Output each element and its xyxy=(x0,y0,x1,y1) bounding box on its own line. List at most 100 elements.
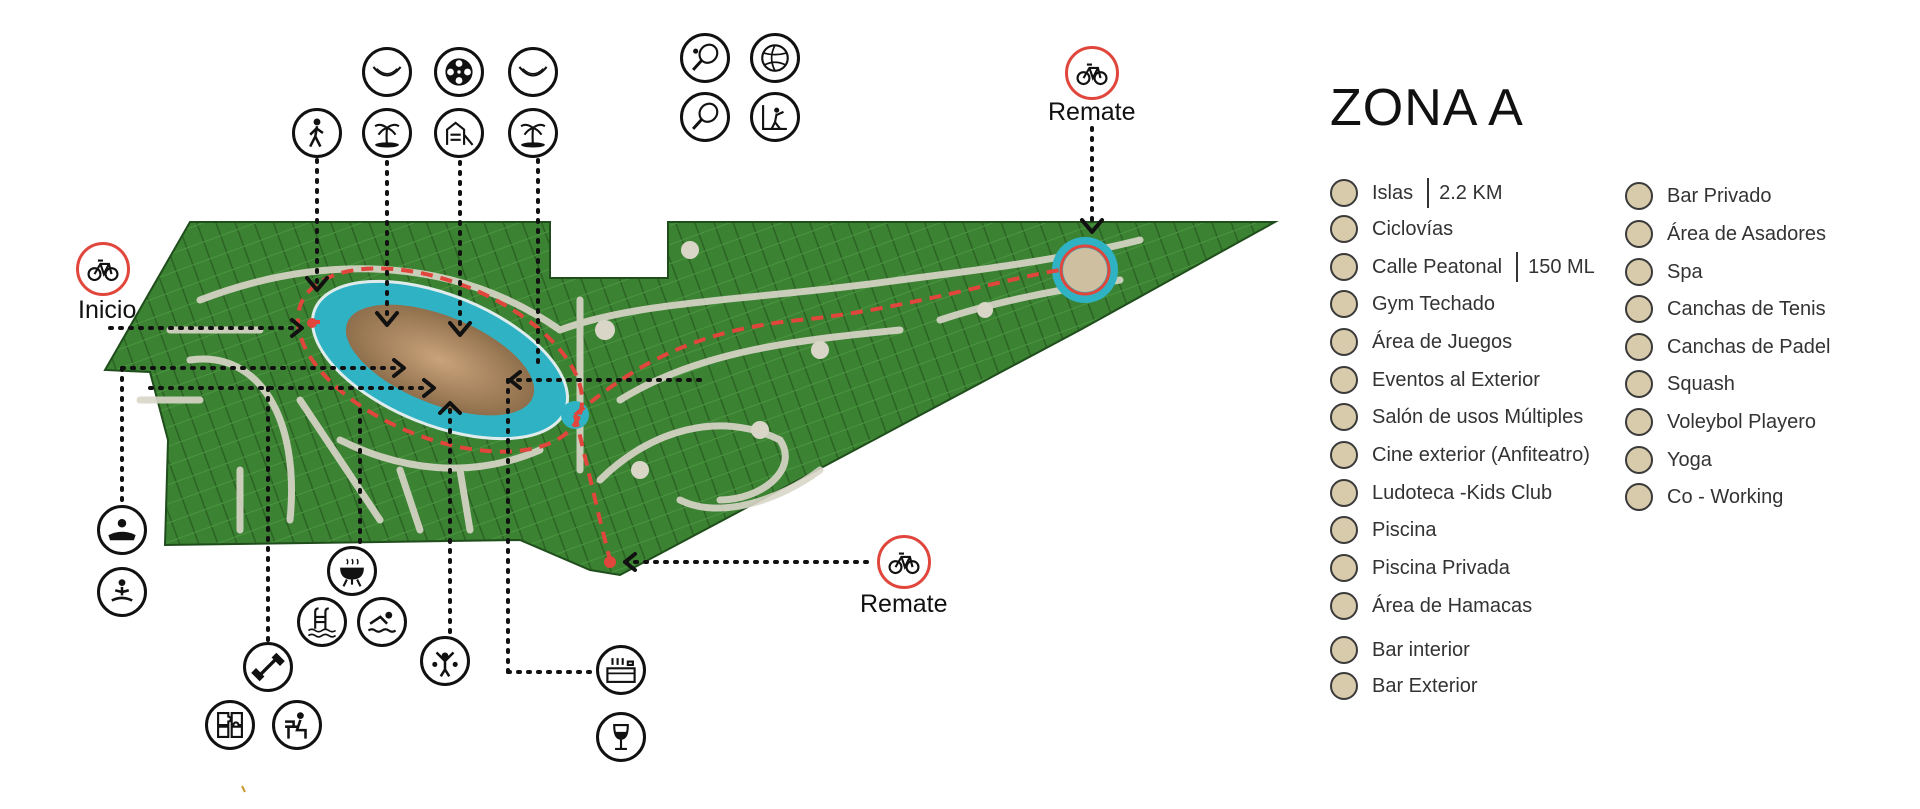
legend-item: Eventos al Exterior xyxy=(1330,364,1540,396)
legend-item: Bar interior xyxy=(1330,634,1470,666)
legend-item-label: Área de Asadores xyxy=(1667,222,1826,245)
squash-icon xyxy=(750,92,800,142)
legend-palm-icon xyxy=(1330,179,1358,207)
coworking-icon xyxy=(272,700,322,750)
end-plaza xyxy=(1063,248,1107,292)
legend-item-label: Canchas de Tenis xyxy=(1667,297,1826,320)
legend-item: Cine exterior (Anfiteatro) xyxy=(1330,439,1590,471)
legend-item: Piscina Privada xyxy=(1330,552,1510,584)
padel-icon xyxy=(680,92,730,142)
legend-item-label: Canchas de Padel xyxy=(1667,335,1831,358)
legend-spa-icon xyxy=(1625,258,1653,286)
legend-item-label: Eventos al Exterior xyxy=(1372,368,1540,391)
legend-item: Área de Asadores xyxy=(1625,218,1826,250)
legend-item-label: Gym Techado xyxy=(1372,292,1496,315)
legend-dumbbell-icon xyxy=(1330,290,1358,318)
legend-coworking-icon xyxy=(1625,483,1653,511)
bar-counter-icon xyxy=(596,645,646,695)
legend-item: Voleybol Playero xyxy=(1625,406,1816,438)
spa-icon xyxy=(97,505,147,555)
legend-item: Islas 2.2 KM xyxy=(1330,177,1502,209)
legend-item-label: Ciclovías xyxy=(1372,217,1454,240)
hammock-icon-2 xyxy=(508,47,558,97)
legend-item-label: Bar Exterior xyxy=(1372,674,1478,697)
legend-item: Gym Techado xyxy=(1330,288,1495,320)
legend-item-label: Salón de usos Múltiples xyxy=(1372,405,1584,428)
end-top-bicycle-icon xyxy=(1065,46,1119,100)
legend-item-distance: 150 ML xyxy=(1528,255,1595,278)
arrow-heads xyxy=(290,218,1104,572)
legend-party-icon xyxy=(1330,366,1358,394)
legend-yoga-icon xyxy=(1625,446,1653,474)
legend-item-label: Bar Privado xyxy=(1667,184,1772,207)
legend-item-label: Calle Peatonal xyxy=(1372,255,1503,278)
legend-bottles-icon xyxy=(1330,672,1358,700)
legend-item: Área de Juegos xyxy=(1330,326,1512,358)
legend-padel-icon xyxy=(1625,333,1653,361)
legend-separator xyxy=(1427,178,1430,208)
leader-lines xyxy=(108,126,1094,674)
yoga-icon xyxy=(97,567,147,617)
legend-puzzle-icon xyxy=(1330,479,1358,507)
legend-item: Canchas de Tenis xyxy=(1625,293,1826,325)
legend-grill-icon xyxy=(1625,220,1653,248)
pool-icon xyxy=(297,597,347,647)
legend-squash-icon xyxy=(1625,370,1653,398)
legend-item-label: Yoga xyxy=(1667,448,1712,471)
start-label: Inicio xyxy=(78,296,137,324)
start-bicycle-icon xyxy=(76,242,130,296)
legend-playground-icon xyxy=(1330,328,1358,356)
legend-item: Spa xyxy=(1625,256,1703,288)
legend-item: Área de Hamacas xyxy=(1330,590,1532,622)
legend-item-label: Cine exterior (Anfiteatro) xyxy=(1372,443,1590,466)
legend-item: Salón de usos Múltiples xyxy=(1330,401,1583,433)
legend-item: Squash xyxy=(1625,368,1735,400)
end-bottom-label: Remate xyxy=(860,590,948,618)
playground-icon xyxy=(434,108,484,158)
legend-item: Co - Working xyxy=(1625,481,1783,513)
legend-item: Canchas de Padel xyxy=(1625,331,1830,363)
legend-item-label: Voleybol Playero xyxy=(1667,410,1816,433)
hammock-icon xyxy=(362,47,412,97)
legend-bar-icon xyxy=(1625,182,1653,210)
palm-island-icon xyxy=(362,108,412,158)
legend-title: ZONA A xyxy=(1330,79,1524,137)
pedestrian-icon xyxy=(292,108,342,158)
legend-item-label: Piscina xyxy=(1372,518,1437,541)
party-icon xyxy=(420,636,470,686)
legend-hall-icon xyxy=(1330,403,1358,431)
puzzle-icon xyxy=(205,700,255,750)
end-bottom-bicycle-icon xyxy=(877,535,931,589)
site-plan xyxy=(103,126,1279,793)
legend-film-reel-icon xyxy=(1330,441,1358,469)
legend-item-label: Bar interior xyxy=(1372,638,1470,661)
end-top-label: Remate xyxy=(1048,98,1136,126)
dumbbell-icon xyxy=(243,642,293,692)
legend-item-label: Co - Working xyxy=(1667,485,1784,508)
legend-item: Bar Exterior xyxy=(1330,670,1478,702)
legend-item-label: Islas xyxy=(1372,181,1414,204)
legend-item-distance: 2.2 KM xyxy=(1439,181,1503,204)
palm-island-icon-2 xyxy=(508,108,558,158)
legend-item: Yoga xyxy=(1625,444,1712,476)
swimmer-icon xyxy=(357,597,407,647)
volleyball-icon xyxy=(750,33,800,83)
legend-swimmer-icon xyxy=(1330,554,1358,582)
legend-bicycle-icon xyxy=(1330,215,1358,243)
legend-pool-icon xyxy=(1330,516,1358,544)
legend-item: Piscina xyxy=(1330,514,1436,546)
legend-volleyball-icon xyxy=(1625,408,1653,436)
legend-pedestrian-icon xyxy=(1330,253,1358,281)
legend-wine-glass-icon xyxy=(1330,636,1358,664)
legend-item-label: Spa xyxy=(1667,260,1703,283)
legend-tennis-icon xyxy=(1625,295,1653,323)
legend-item-label: Squash xyxy=(1667,372,1735,395)
tennis-icon xyxy=(680,33,730,83)
grill-icon xyxy=(327,546,377,596)
island xyxy=(345,304,535,416)
legend-item-label: Área de Hamacas xyxy=(1372,594,1533,617)
legend-item: Ludoteca -Kids Club xyxy=(1330,477,1552,509)
legend-separator xyxy=(1516,252,1519,282)
legend-item: Ciclovías xyxy=(1330,213,1453,245)
